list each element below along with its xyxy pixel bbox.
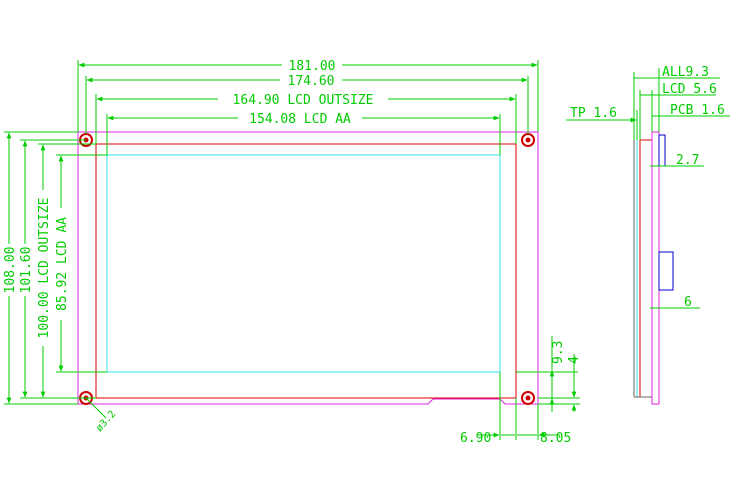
dim-width-lcd-label: 164.90 LCD OUTSIZE <box>233 93 374 108</box>
dim-width-holes-label: 174.60 <box>288 74 335 89</box>
side-connector-lower <box>658 251 674 291</box>
side-pcb-layer <box>651 131 660 405</box>
dim-width-total-label: 181.00 <box>289 59 336 74</box>
dim-width-total: 181.00 <box>77 57 539 132</box>
dim-height-lcd-label: 100.00 LCD OUTSIZE <box>37 198 52 339</box>
side-lcd-layer <box>639 139 653 398</box>
dim-width-aa: 154.08 LCD AA <box>106 110 501 155</box>
dim-height-total-label: 108.00 <box>3 247 18 294</box>
dim-height-holes: 101.60 <box>18 139 86 399</box>
dim-width-aa-label: 154.08 LCD AA <box>249 112 351 127</box>
side-view: ALL9.3 LCD 5.6 PCB 1.6 TP 1.6 2.7 6 <box>566 65 730 405</box>
dim-height-aa-label: 85.92 LCD AA <box>55 217 70 311</box>
mount-hole-bottom-right <box>521 391 535 405</box>
side-dim-lcd-label: LCD 5.6 <box>662 82 717 97</box>
side-dim-all-label: ALL9.3 <box>662 65 709 80</box>
lcd-outline <box>95 143 517 399</box>
side-dim-pcb-label: PCB 1.6 <box>670 103 725 118</box>
front-view: 181.00 174.60 164.90 LCD OUTSIZE 154.08 … <box>2 57 582 446</box>
dim-offset-right-1-label: 9.3 <box>551 341 566 364</box>
dim-width-holes: 174.60 <box>85 72 529 134</box>
dim-hole-diameter-label: ø3.2 <box>94 409 118 434</box>
side-connector-upper <box>658 134 666 167</box>
dim-hole-diameter: ø3.2 <box>85 397 118 434</box>
pcb-outline <box>77 131 539 405</box>
lcd-active-area <box>106 154 501 373</box>
dim-offset-right-2-label: 4 <box>567 356 582 364</box>
dim-offset-right: 9.3 4 <box>516 336 582 412</box>
dim-height-total: 108.00 <box>2 131 78 405</box>
dim-height-holes-label: 101.60 <box>19 247 34 294</box>
dim-offset-bottom-left-label: 6.90 <box>460 431 491 446</box>
dim-width-lcd: 164.90 LCD OUTSIZE <box>95 91 517 144</box>
side-dim-tp-label: TP 1.6 <box>570 106 617 121</box>
dim-offset-bottom: 6.90 8.05 <box>460 372 571 446</box>
side-dim-upper-connector-label: 2.7 <box>676 153 699 168</box>
dim-offset-bottom-right-label: 8.05 <box>540 431 571 446</box>
dim-height-aa: 85.92 LCD AA <box>54 154 107 373</box>
side-dim-lower-connector-label: 6 <box>684 295 692 310</box>
mount-hole-top-right <box>521 133 535 147</box>
